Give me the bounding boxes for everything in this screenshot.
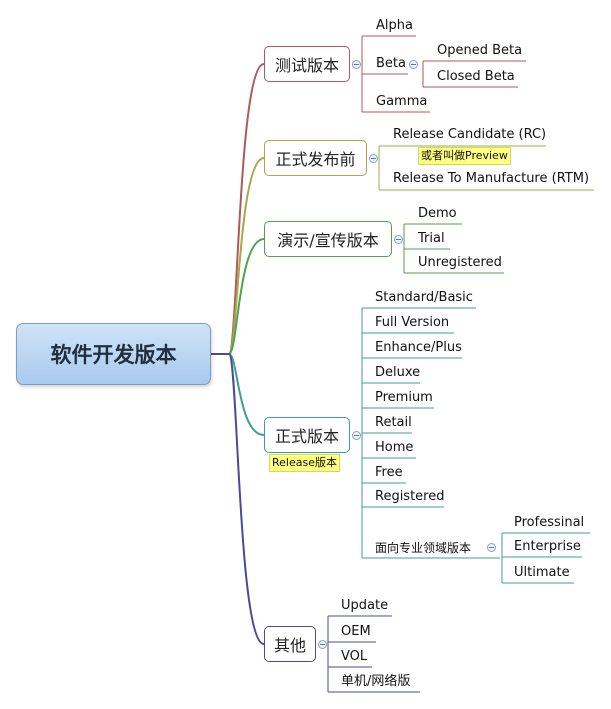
leaf-vol[interactable]: VOL <box>341 649 368 664</box>
branch-connector <box>211 353 265 436</box>
leaf-gamma[interactable]: Gamma <box>376 94 428 109</box>
collapse-prerelease-icon[interactable] <box>369 154 378 163</box>
collapse-demo-icon[interactable] <box>394 235 403 244</box>
leaf-premium[interactable]: Premium <box>375 390 433 405</box>
leaf-trial[interactable]: Trial <box>418 231 445 246</box>
leaf-professional-domain[interactable]: 面向专业领域版本 <box>375 541 472 555</box>
branch-test-topic[interactable]: 测试版本 <box>264 46 350 82</box>
leaf-retail[interactable]: Retail <box>375 415 412 430</box>
leaf-free[interactable]: Free <box>375 465 403 480</box>
collapse-test-icon[interactable] <box>352 60 361 69</box>
leaf-update[interactable]: Update <box>341 598 389 613</box>
official-note: Release版本 <box>269 454 340 472</box>
leaf-deluxe[interactable]: Deluxe <box>375 365 421 380</box>
leaf-opened-beta[interactable]: Opened Beta <box>437 43 523 58</box>
collapse-other-icon[interactable] <box>318 640 327 649</box>
rc-note: 或者叫做Preview <box>418 147 511 165</box>
leaf-closed-beta[interactable]: Closed Beta <box>437 69 515 84</box>
leaf-ultimate[interactable]: Ultimate <box>514 565 570 580</box>
leaf-enterprise[interactable]: Enterprise <box>514 539 581 554</box>
leaf-rtm[interactable]: Release To Manufacture (RTM) <box>393 171 590 186</box>
branch-connector <box>211 238 265 355</box>
leaf-home[interactable]: Home <box>375 440 414 455</box>
leaf-rc[interactable]: Release Candidate (RC) <box>393 127 547 142</box>
leaf-registered[interactable]: Registered <box>375 489 445 504</box>
collapse-beta-icon[interactable] <box>409 60 418 69</box>
branch-official-topic[interactable]: 正式版本 <box>264 417 350 453</box>
leaf-full-version[interactable]: Full Version <box>375 315 450 330</box>
branch-other-topic[interactable]: 其他 <box>264 626 316 662</box>
leaf-alpha[interactable]: Alpha <box>376 18 413 33</box>
branch-connector <box>211 353 265 645</box>
leaf-oem[interactable]: OEM <box>341 624 371 639</box>
leaf-standalone-network[interactable]: 单机/网络版 <box>341 674 411 689</box>
collapse-official-icon[interactable] <box>352 431 361 440</box>
leaf-beta[interactable]: Beta <box>376 56 406 71</box>
branch-prerelease-topic[interactable]: 正式发布前 <box>264 140 367 176</box>
branch-demo-topic[interactable]: 演示/宣传版本 <box>264 221 392 257</box>
collapse-professional-icon[interactable] <box>487 543 496 552</box>
leaf-demo[interactable]: Demo <box>418 206 457 221</box>
leaf-professinal[interactable]: Professinal <box>514 515 585 530</box>
root-topic[interactable]: 软件开发版本 <box>16 323 211 385</box>
leaf-unregistered[interactable]: Unregistered <box>418 255 502 270</box>
leaf-standard[interactable]: Standard/Basic <box>375 290 473 305</box>
leaf-enhance[interactable]: Enhance/Plus <box>375 340 462 355</box>
